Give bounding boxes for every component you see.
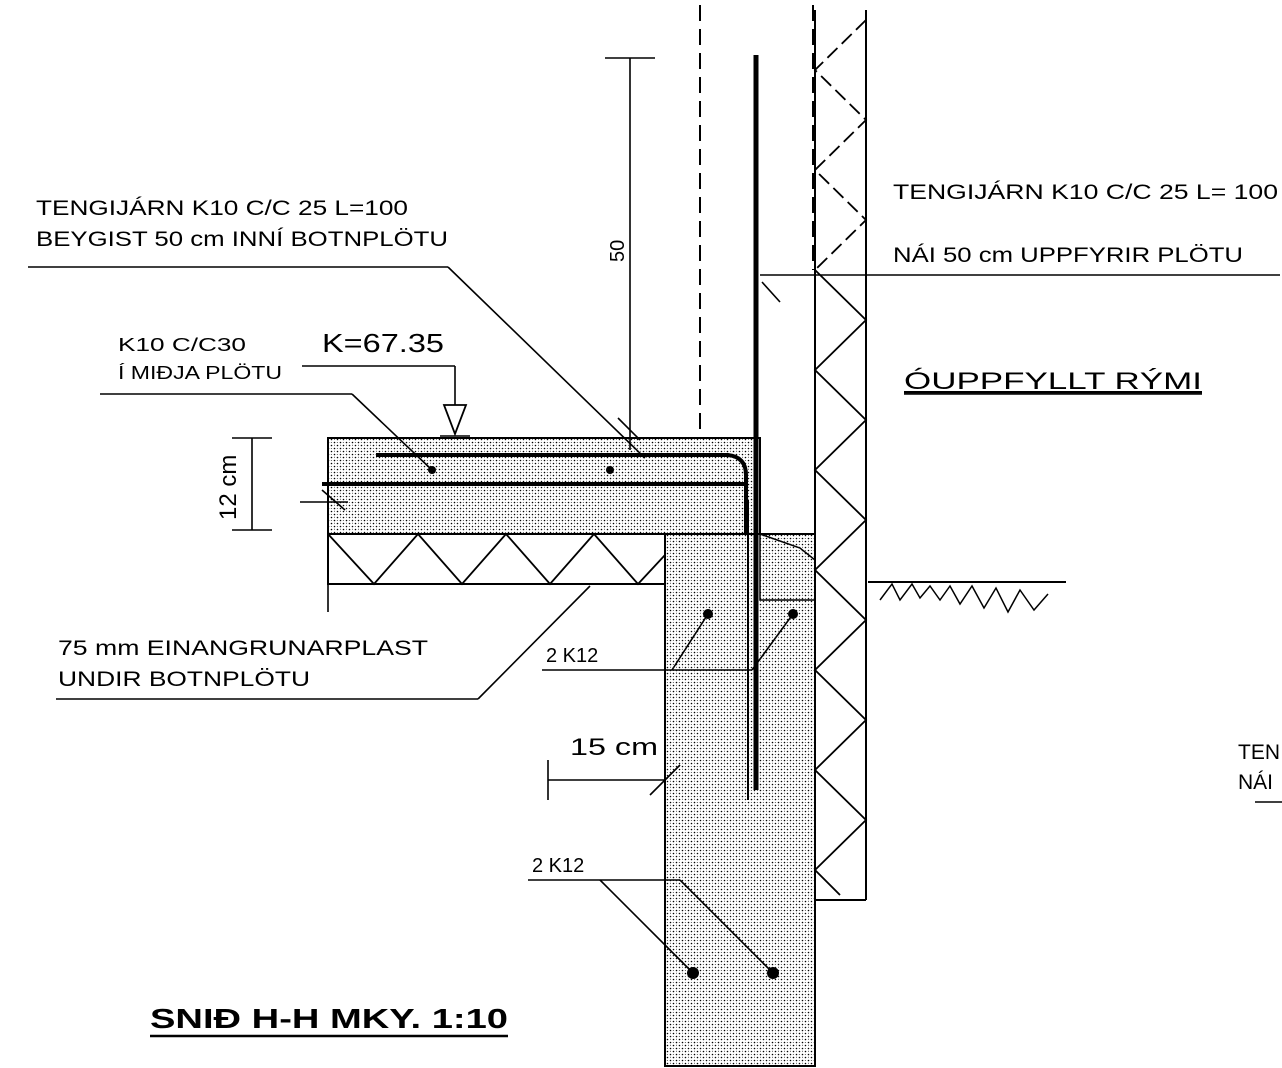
insulation-label-line2: UNDIR BOTNPLÖTU [58,668,310,691]
k10-label-line1: K10 C/C30 [118,335,246,355]
rebar-upper-label: 2 K12 [546,645,598,667]
rebar-dot [606,466,614,474]
vertical-insulation [813,10,868,1066]
room-label: ÓUPPFYLLT RÝMI [904,368,1202,395]
rebar-lower-label: 2 K12 [532,855,584,877]
upper-left-label-line2: BEYGIST 50 cm INNÍ BOTNPLÖTU [36,228,448,251]
section-title: SNIÐ H-H MKY. 1:10 [150,1003,508,1034]
insulation-under-slab [327,532,666,586]
elevation-label: K=67.35 [322,328,444,358]
slab-thickness-label: 12 cm [215,455,242,520]
ground-symbol [868,581,1066,614]
reinforcement [322,55,798,979]
upper-right-label-line2: NÁI 50 cm UPPFYRIR PLÖTU [893,244,1243,267]
cut-right-label-line1: TEN [1238,741,1280,764]
wall-width-label: 15 cm [570,734,658,761]
dim-50-label: 50 [607,240,629,262]
upper-left-label-line1: TENGIJÁRN K10 C/C 25 L=100 [36,197,408,220]
cut-right-label-line2: NÁI [1238,771,1273,794]
future-wall-dashed [699,5,814,438]
upper-right-label-line1: TENGIJÁRN K10 C/C 25 L= 100 [893,181,1278,204]
k10-label-line2: Í MIÐJA PLÖTU [118,363,282,383]
leader-lines [28,57,1282,974]
insulation-label-line1: 75 mm EINANGRUNARPLAST [58,637,428,660]
labels: TENGIJÁRN K10 C/C 25 L=100 BEYGIST 50 cm… [36,181,1280,1038]
